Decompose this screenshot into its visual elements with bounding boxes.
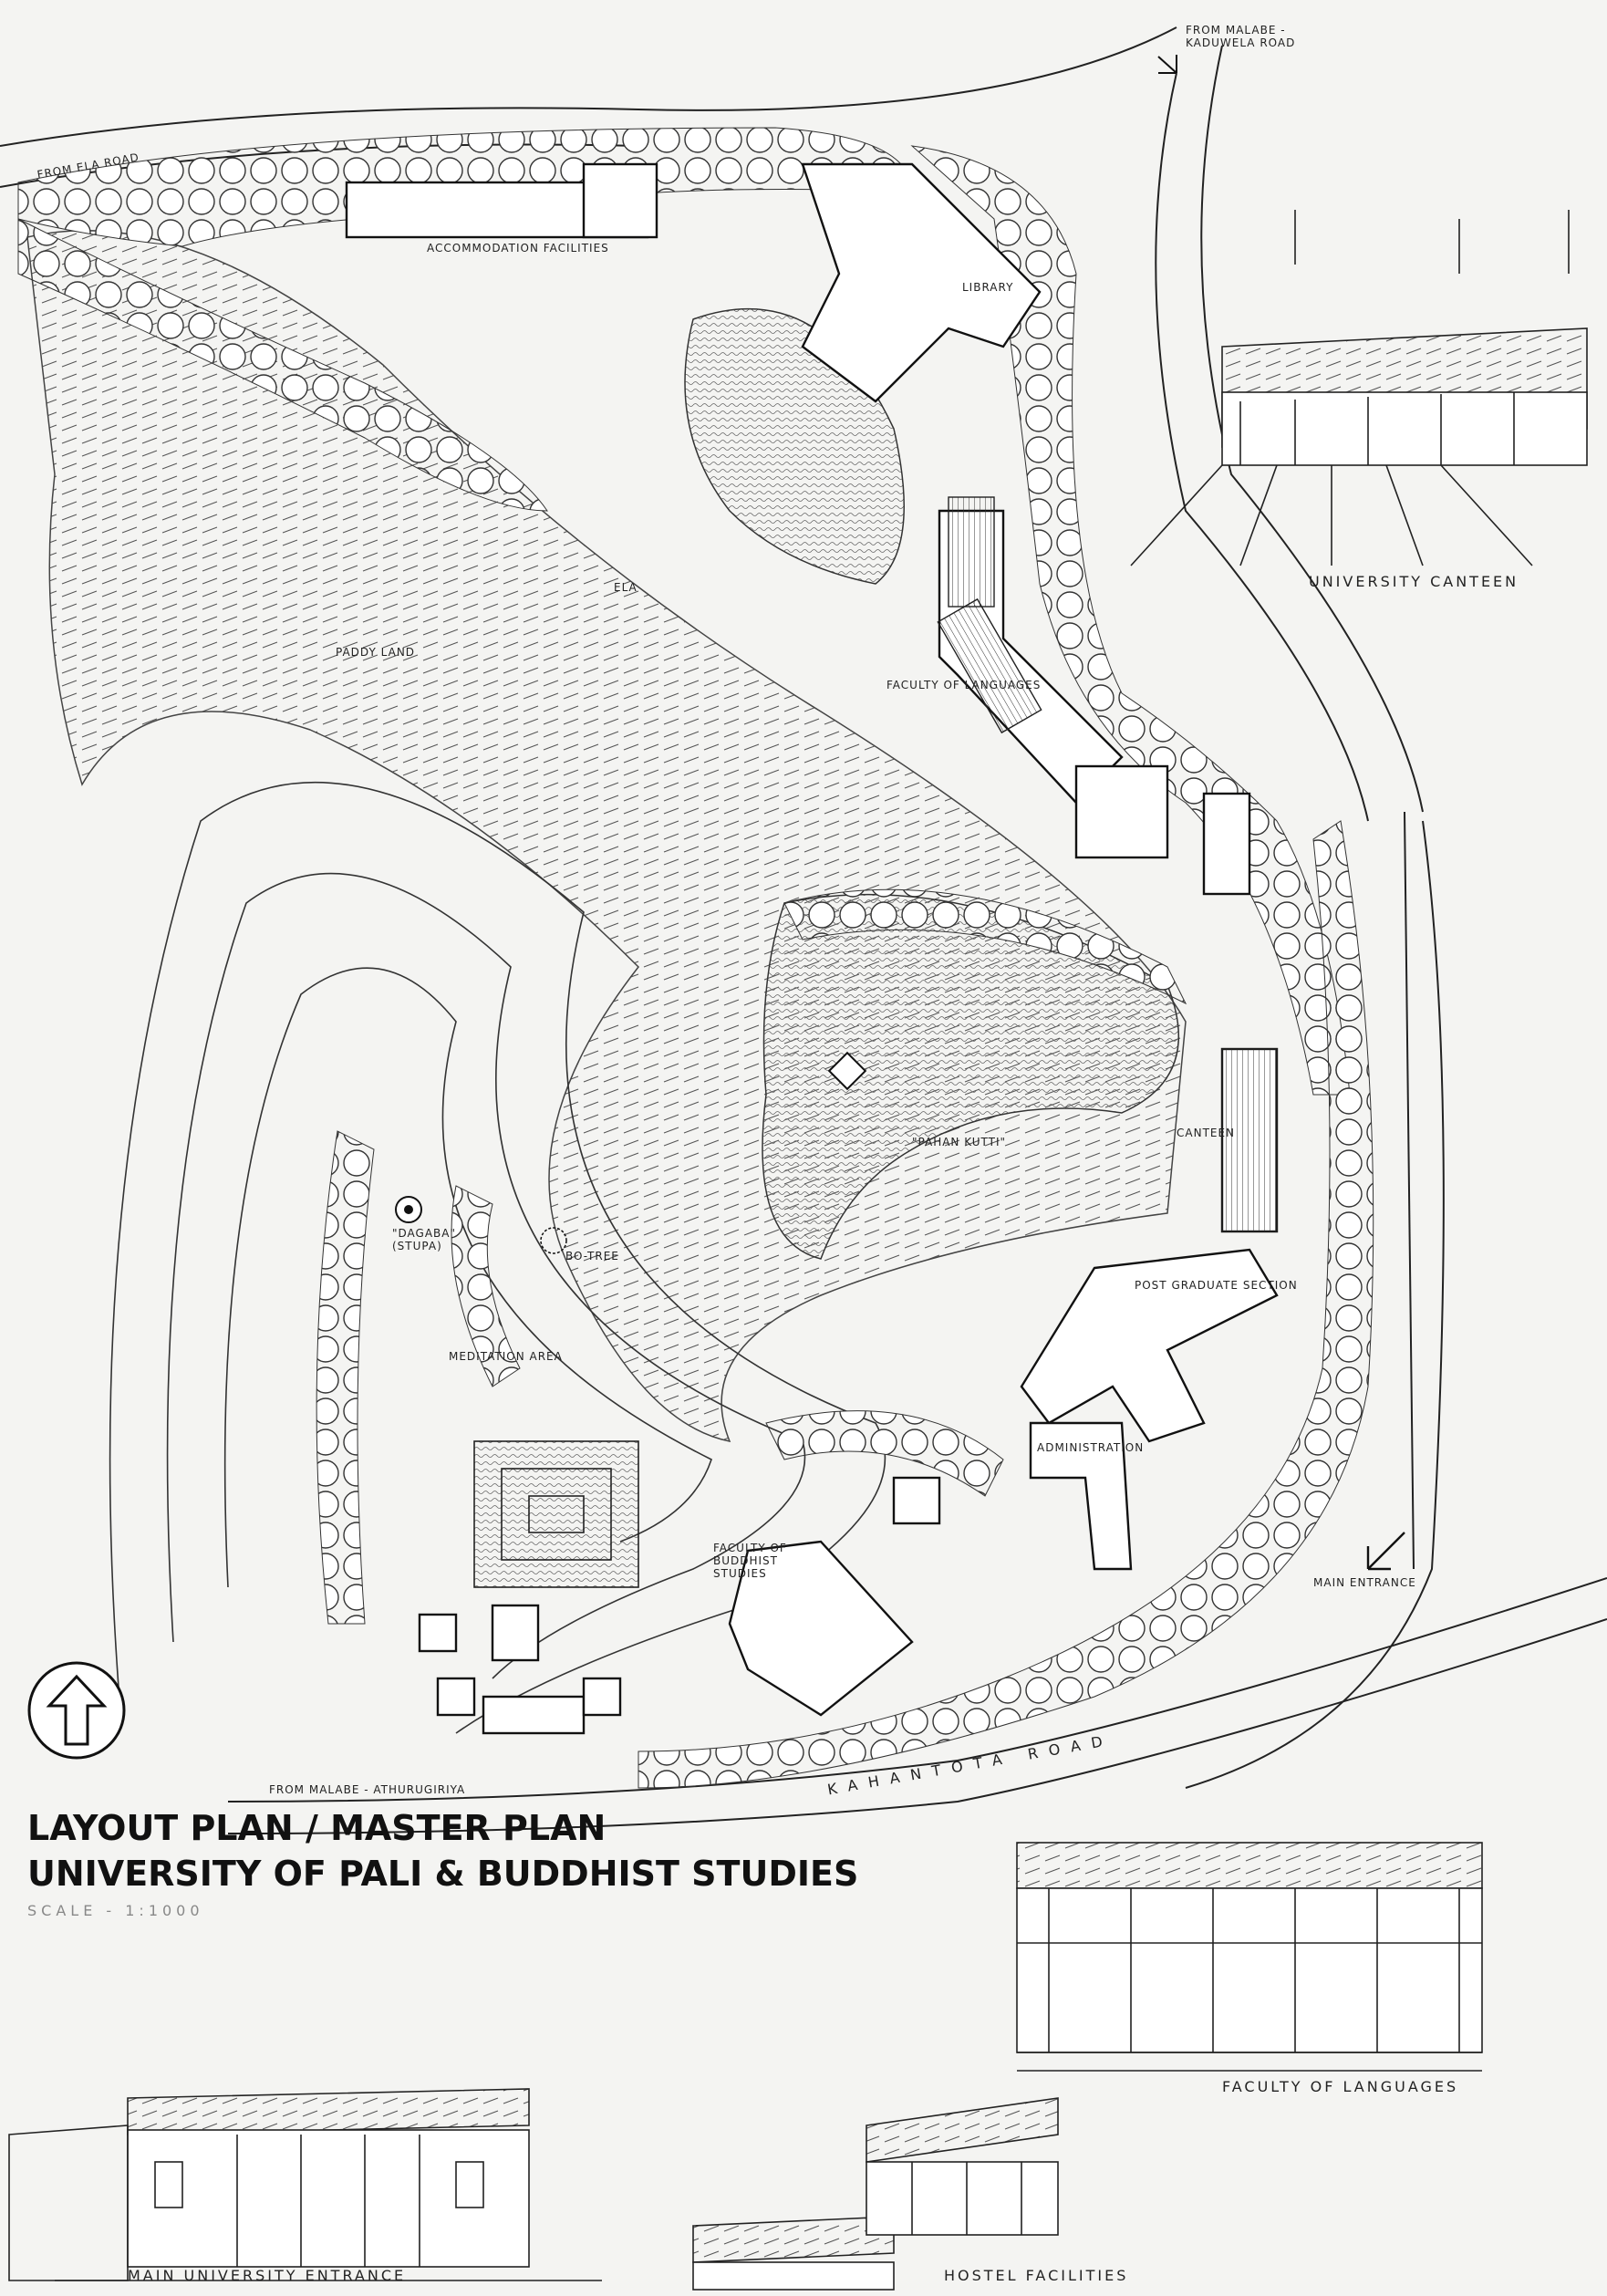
hostel-sketch	[692, 2097, 1059, 2291]
east-road	[1404, 811, 1415, 1570]
kaduwela-road-right	[1200, 45, 1424, 813]
library-building	[801, 162, 1042, 403]
label-faculty-languages: FACULTY OF LANGUAGES	[886, 679, 1042, 691]
label-dagaba: "DAGABA" (STUPA)	[392, 1227, 457, 1252]
entrance-sketch	[8, 2088, 602, 2281]
label-canteen: CANTEEN	[1177, 1127, 1236, 1139]
canteen-sketch	[1130, 210, 1588, 566]
label-bo-tree: BO-TREE	[565, 1250, 619, 1262]
buddhist-studies-building	[728, 1540, 914, 1717]
pahan-kutti-shrine	[827, 1051, 867, 1091]
east-road-2	[1185, 820, 1445, 1789]
label-post-graduate: POST GRADUATE SECTION	[1135, 1279, 1298, 1292]
languages-sketch	[1016, 1842, 1483, 2072]
kahantota-road-bottom	[227, 1618, 1607, 1834]
label-malabe-kaduwela: FROM MALABE - KADUWELA ROAD	[1186, 24, 1296, 49]
buildings	[345, 162, 1279, 1735]
road-arrow-icon	[1157, 55, 1177, 74]
administration-building	[1029, 1421, 1133, 1571]
label-malabe-athurugiriya: FROM MALABE - ATHURUGIRIYA	[269, 1783, 466, 1796]
label-paddy-land: PADDY LAND	[336, 646, 416, 659]
north-arrow-icon	[27, 1661, 126, 1760]
kahantota-road-top	[227, 1577, 1607, 1803]
scale-label: SCALE - 1:1000	[27, 1902, 204, 1919]
kaduwela-road-left	[1155, 72, 1369, 822]
label-pahan-kutti: "PAHAN KUTTI"	[912, 1136, 1007, 1148]
post-graduate-building	[1020, 1248, 1279, 1443]
label-meditation: MEDITATION AREA	[449, 1350, 563, 1363]
label-faculty-buddhist: FACULTY OF BUDDHIST STUDIES	[713, 1542, 787, 1580]
caption-faculty-languages: FACULTY OF LANGUAGES	[1222, 2078, 1459, 2095]
caption-main-entrance: MAIN UNIVERSITY ENTRANCE	[128, 2267, 407, 2284]
walkways	[937, 496, 1278, 1232]
title-line-2: UNIVERSITY OF PALI & BUDDHIST STUDIES	[27, 1854, 859, 1894]
label-main-entrance: MAIN ENTRANCE	[1313, 1576, 1416, 1589]
caption-hostel-facilities: HOSTEL FACILITIES	[944, 2267, 1129, 2284]
label-accommodation: ACCOMMODATION FACILITIES	[427, 242, 609, 255]
main-entrance-arrow-icon	[1366, 1532, 1405, 1571]
label-library: LIBRARY	[962, 281, 1014, 294]
ela-road-edge-top	[0, 26, 1177, 147]
label-administration: ADMINISTRATION	[1037, 1441, 1145, 1454]
title-line-1: LAYOUT PLAN / MASTER PLAN	[27, 1808, 607, 1848]
meditation-platform	[473, 1440, 639, 1588]
label-ela: ELA	[614, 581, 638, 594]
caption-university-canteen: UNIVERSITY CANTEEN	[1309, 573, 1519, 590]
bo-tree-symbol	[540, 1227, 567, 1254]
